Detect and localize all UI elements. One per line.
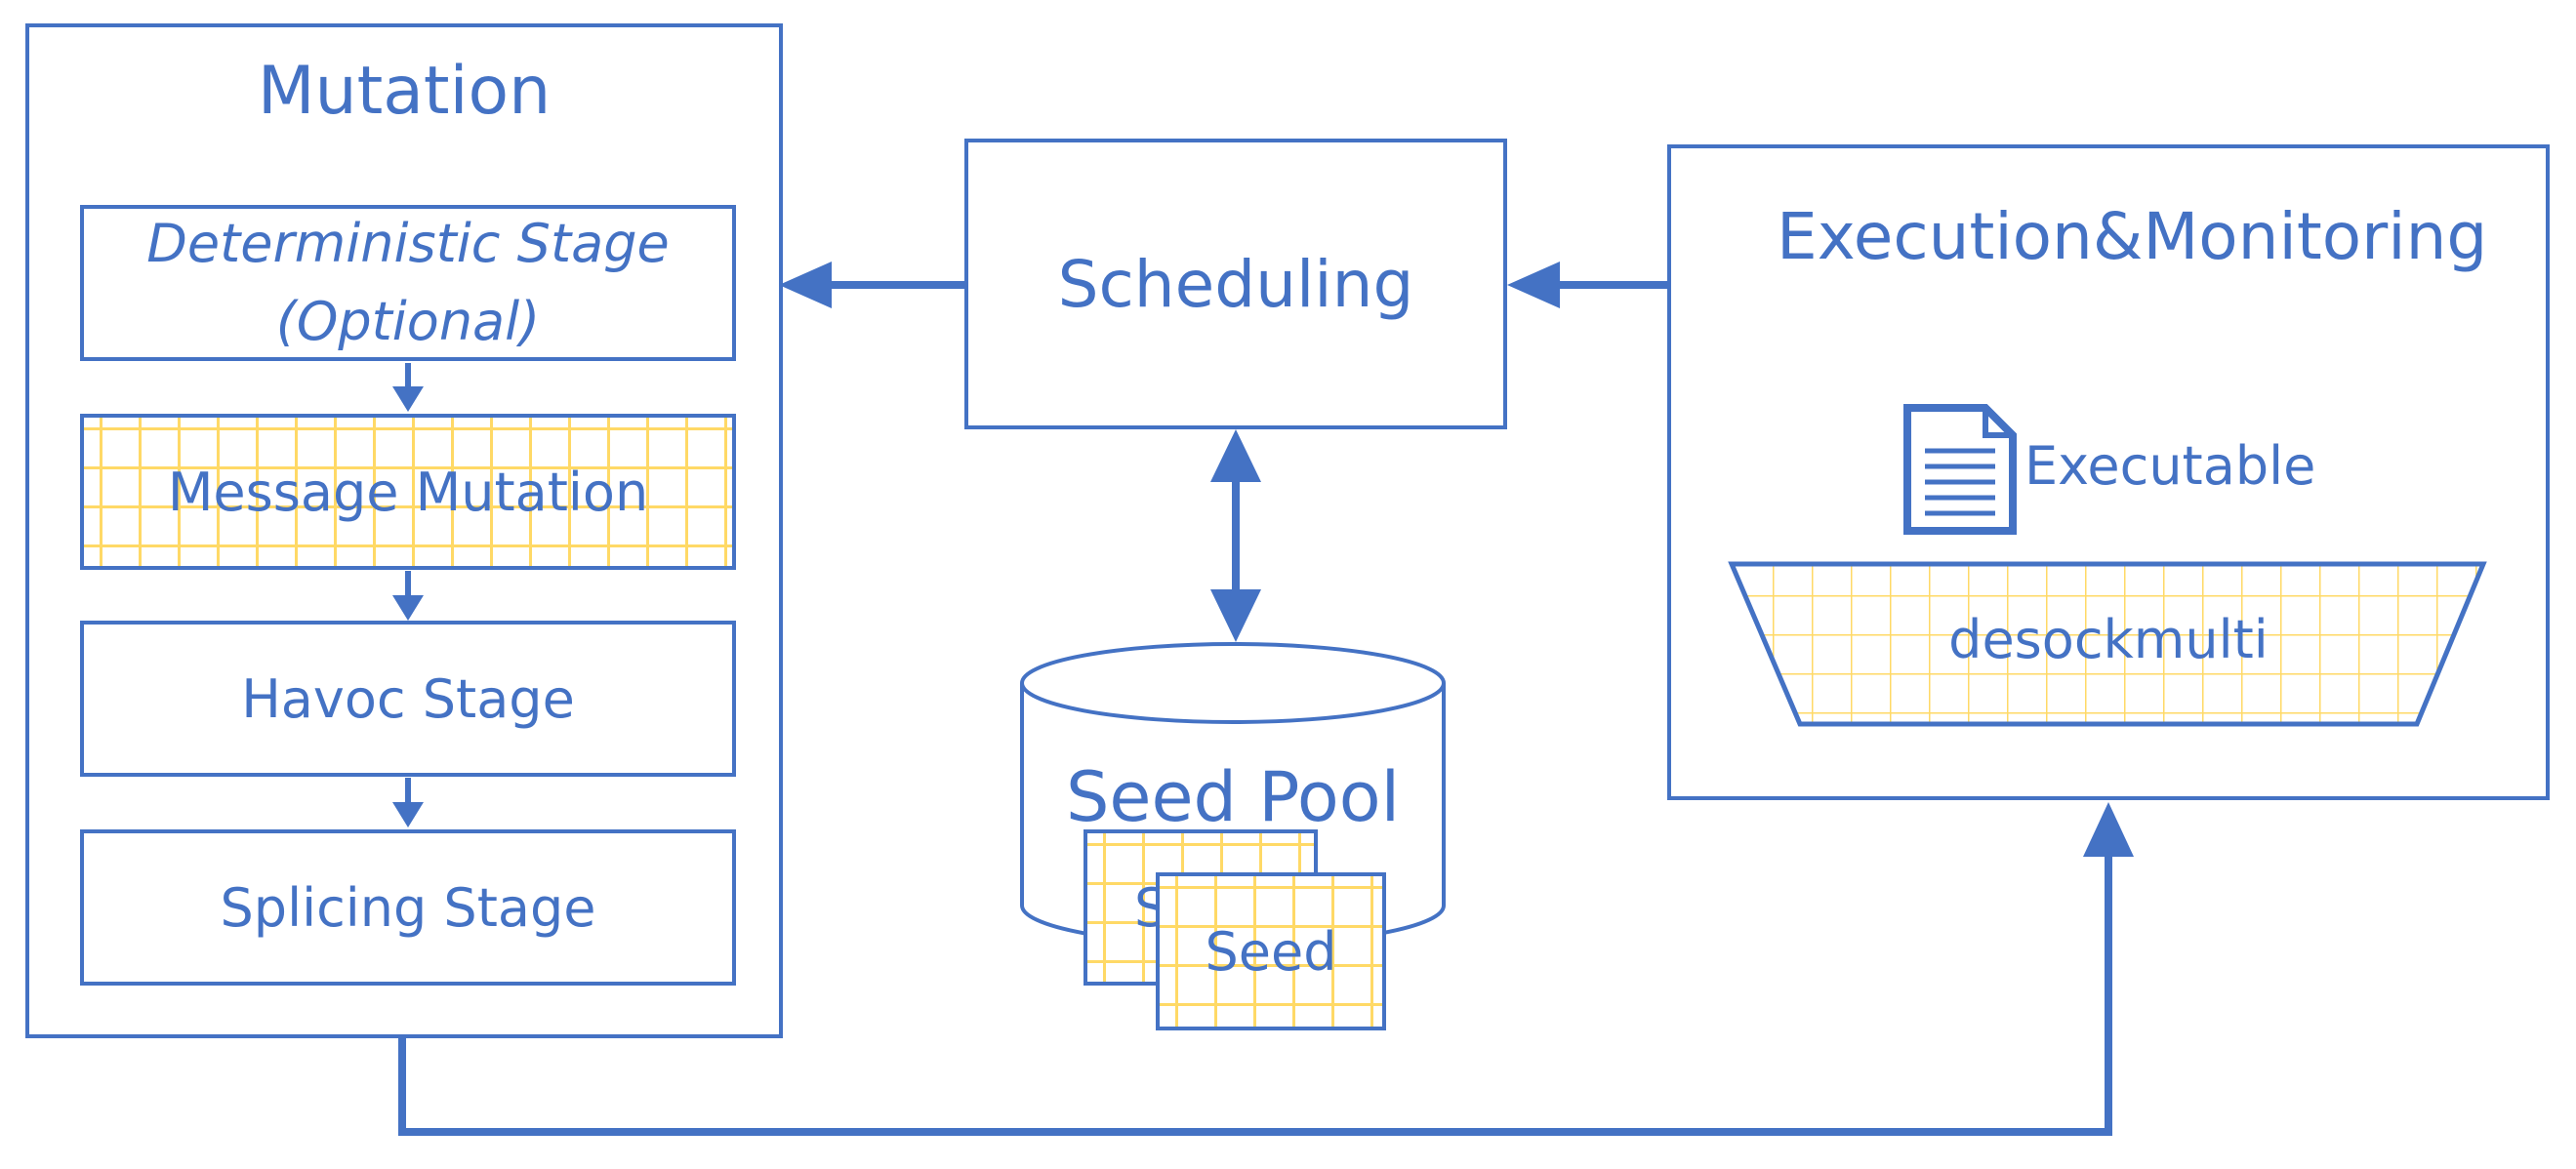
arrowhead-left-mutation (779, 262, 832, 308)
execution-monitoring-panel (1667, 144, 2550, 800)
mutation-title: Mutation (257, 53, 552, 130)
desockmulti-label: desockmulti (1948, 609, 2269, 670)
mutation-panel (25, 23, 783, 1038)
arrowhead-down-seedpool (1210, 589, 1261, 642)
message-mutation-label: Message Mutation (167, 461, 649, 523)
deterministic-stage-box: Deterministic Stage (Optional) (80, 205, 736, 361)
seed-pool-label: Seed Pool (1065, 757, 1401, 837)
stage-arrow-2-head (392, 595, 424, 621)
execution-monitoring-title: Execution&Monitoring (1777, 199, 2488, 274)
stage-arrow-3-head (392, 802, 424, 827)
havoc-stage-box: Havoc Stage (80, 621, 736, 777)
desockmulti-trapezoid (1728, 561, 2487, 727)
seed-card-front: Seed (1156, 872, 1386, 1030)
arrowhead-up-scheduling (1210, 429, 1261, 482)
executable-label: Executable (2024, 435, 2316, 497)
deterministic-optional-label: (Optional) (275, 291, 541, 352)
message-mutation-box: Message Mutation (80, 414, 736, 570)
havoc-stage-label: Havoc Stage (241, 667, 575, 730)
scheduling-box: Scheduling (964, 139, 1507, 429)
document-icon (1903, 404, 2017, 535)
scheduling-label: Scheduling (1057, 246, 1414, 322)
splicing-stage-label: Splicing Stage (220, 876, 596, 939)
feedback-loop-connector (398, 857, 2112, 1136)
seed-card-front-label: Seed (1205, 920, 1337, 983)
stage-arrow-1-head (392, 386, 424, 412)
arrowhead-up-execution (2083, 802, 2134, 857)
arrowhead-left-scheduling (1507, 262, 1560, 308)
splicing-stage-box: Splicing Stage (80, 829, 736, 986)
deterministic-stage-label: Deterministic Stage (146, 213, 670, 274)
